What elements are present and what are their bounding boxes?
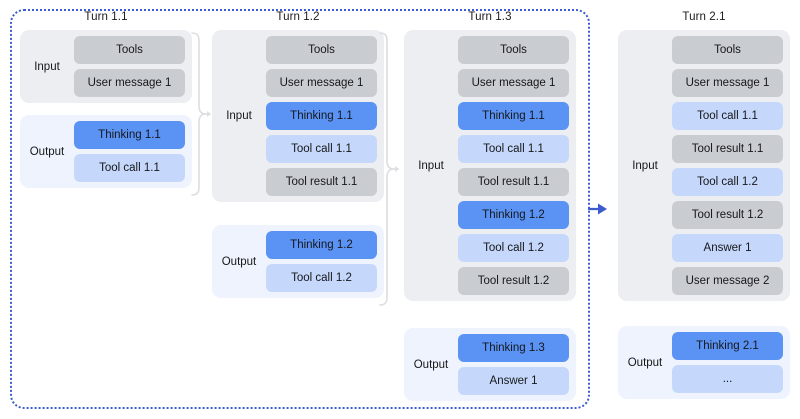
- context-chip: Thinking 1.1: [458, 102, 569, 130]
- input-panel-label: Input: [34, 60, 60, 73]
- context-chip: Answer 1: [458, 367, 569, 395]
- turn-title: Turn 1.1: [84, 11, 128, 23]
- context-chip: Tool call 1.2: [458, 234, 569, 262]
- brace-turn1.2-to-turn1.3: [378, 30, 402, 308]
- context-chip: Tool call 1.1: [458, 135, 569, 163]
- context-chip: User message 1: [74, 69, 185, 97]
- input-panel-label: Input: [226, 110, 252, 122]
- turn-title: Turn 1.2: [276, 11, 320, 23]
- output-panel-label: Output: [221, 255, 257, 268]
- output-panel: Output Thinking 2.1...: [618, 326, 790, 399]
- context-chip: Tool result 1.2: [458, 267, 569, 295]
- context-chip: Tool call 1.2: [266, 264, 377, 292]
- context-chip: Thinking 1.1: [266, 102, 377, 130]
- context-chip: Tool result 1.2: [672, 201, 783, 229]
- output-panel-label: Output: [627, 356, 663, 369]
- context-chip: Tool call 1.1: [266, 135, 377, 163]
- context-chip: User message 1: [266, 69, 377, 97]
- turn-title: Turn 1.3: [468, 11, 512, 23]
- output-chip-list: Thinking 2.1...: [672, 326, 790, 399]
- context-chip: Tool result 1.1: [672, 135, 783, 163]
- context-chip: Thinking 2.1: [672, 332, 783, 360]
- context-chip: Thinking 1.2: [458, 201, 569, 229]
- context-chip: Tool result 1.1: [266, 168, 377, 196]
- context-chip: ...: [672, 365, 783, 393]
- context-chip: User message 2: [672, 267, 783, 295]
- context-chip: Tools: [74, 36, 185, 64]
- brace-turn1.1-to-turn1.2: [190, 30, 214, 198]
- context-chip: Tool call 1.2: [672, 168, 783, 196]
- context-chip: User message 1: [672, 69, 783, 97]
- input-panel-label: Input: [632, 159, 658, 172]
- context-chip: Thinking 1.3: [458, 334, 569, 362]
- context-chip: Tools: [672, 36, 783, 64]
- turn-title: Turn 2.1: [682, 11, 726, 23]
- context-chip: Thinking 1.1: [74, 121, 185, 149]
- context-chip: Tools: [458, 36, 569, 64]
- context-chip: Answer 1: [672, 234, 783, 262]
- context-chip: Tool call 1.1: [74, 154, 185, 182]
- context-chip: Tool call 1.1: [672, 102, 783, 130]
- output-panel-label: Output: [413, 358, 449, 371]
- context-chip: Tools: [266, 36, 377, 64]
- arrow-turn1.3-to-turn2.1: [588, 200, 610, 218]
- output-panel-label: Output: [29, 145, 65, 158]
- context-chip: User message 1: [458, 69, 569, 97]
- context-chip: Tool result 1.1: [458, 168, 569, 196]
- context-chip: Thinking 1.2: [266, 231, 377, 259]
- input-panel-label: Input: [418, 159, 444, 172]
